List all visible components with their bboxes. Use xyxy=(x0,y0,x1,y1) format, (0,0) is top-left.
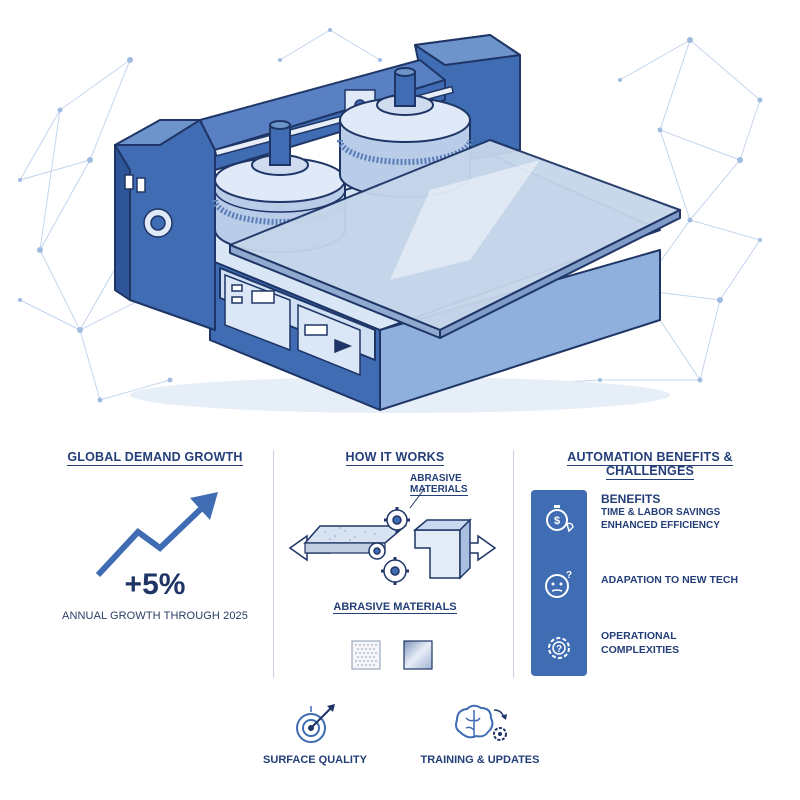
divider-left xyxy=(273,450,274,678)
automation-title: AUTOMATION BENEFITS & CHALLENGES xyxy=(567,450,733,480)
how-title: HOW IT WORKS xyxy=(345,450,445,466)
polishing-machine-illustration xyxy=(18,28,763,413)
stopwatch-dollar-icon: $ xyxy=(546,505,574,533)
how-top-label: ABRASIVE MATERIALS xyxy=(410,473,468,496)
how-section: HOW IT WORKS ABRASIVE MATERIALS xyxy=(285,440,505,690)
challenge-operational: OPERATIONAL COMPLEXITIES xyxy=(601,630,680,656)
benefits-heading: BENEFITS xyxy=(601,492,661,506)
svg-text:$: $ xyxy=(554,515,560,527)
automation-section: AUTOMATION BENEFITS & CHALLENGES $ ? ? B… xyxy=(525,440,775,690)
hero-illustration xyxy=(18,28,763,413)
challenge-adaptation: ADAPATION TO NEW TECH xyxy=(601,574,739,586)
gear-question-icon: ? xyxy=(548,637,570,659)
growth-value: +5% xyxy=(124,568,186,601)
rough-surface-swatch xyxy=(351,640,381,670)
demand-title: GLOBAL DEMAND GROWTH xyxy=(67,450,243,466)
growth-caption: ANNUAL GROWTH THROUGH 2025 xyxy=(62,610,248,622)
smooth-surface-swatch xyxy=(403,640,433,670)
surface-quality-label: SURFACE QUALITY xyxy=(263,754,367,766)
training-item: TRAINING & UPDATES xyxy=(400,702,560,766)
divider-right xyxy=(513,450,514,678)
brain-gear-icon xyxy=(455,704,507,741)
svg-text:?: ? xyxy=(566,570,572,581)
benefits-block: BENEFITS TIME & LABOR SAVINGS ENHANCED E… xyxy=(601,492,720,532)
process-diagram xyxy=(288,487,497,585)
benefit-item: TIME & LABOR SAVINGS xyxy=(601,507,721,518)
surface-quality-item: SURFACE QUALITY xyxy=(235,702,395,766)
target-arrow-icon xyxy=(296,704,335,743)
svg-text:?: ? xyxy=(556,644,562,655)
automation-icon-panel: $ ? ? xyxy=(531,490,587,676)
upward-trend-arrow-icon xyxy=(95,492,218,578)
how-top-label-text: ABRASIVE MATERIALS xyxy=(410,473,468,496)
benefit-item: ENHANCED EFFICIENCY xyxy=(601,520,720,531)
training-label: TRAINING & UPDATES xyxy=(420,754,540,766)
how-bottom-label: ABRASIVE MATERIALS xyxy=(333,601,457,614)
demand-section: GLOBAL DEMAND GROWTH +5% ANNUAL GROWTH T… xyxy=(40,440,270,690)
confused-face-icon: ? xyxy=(545,570,572,598)
